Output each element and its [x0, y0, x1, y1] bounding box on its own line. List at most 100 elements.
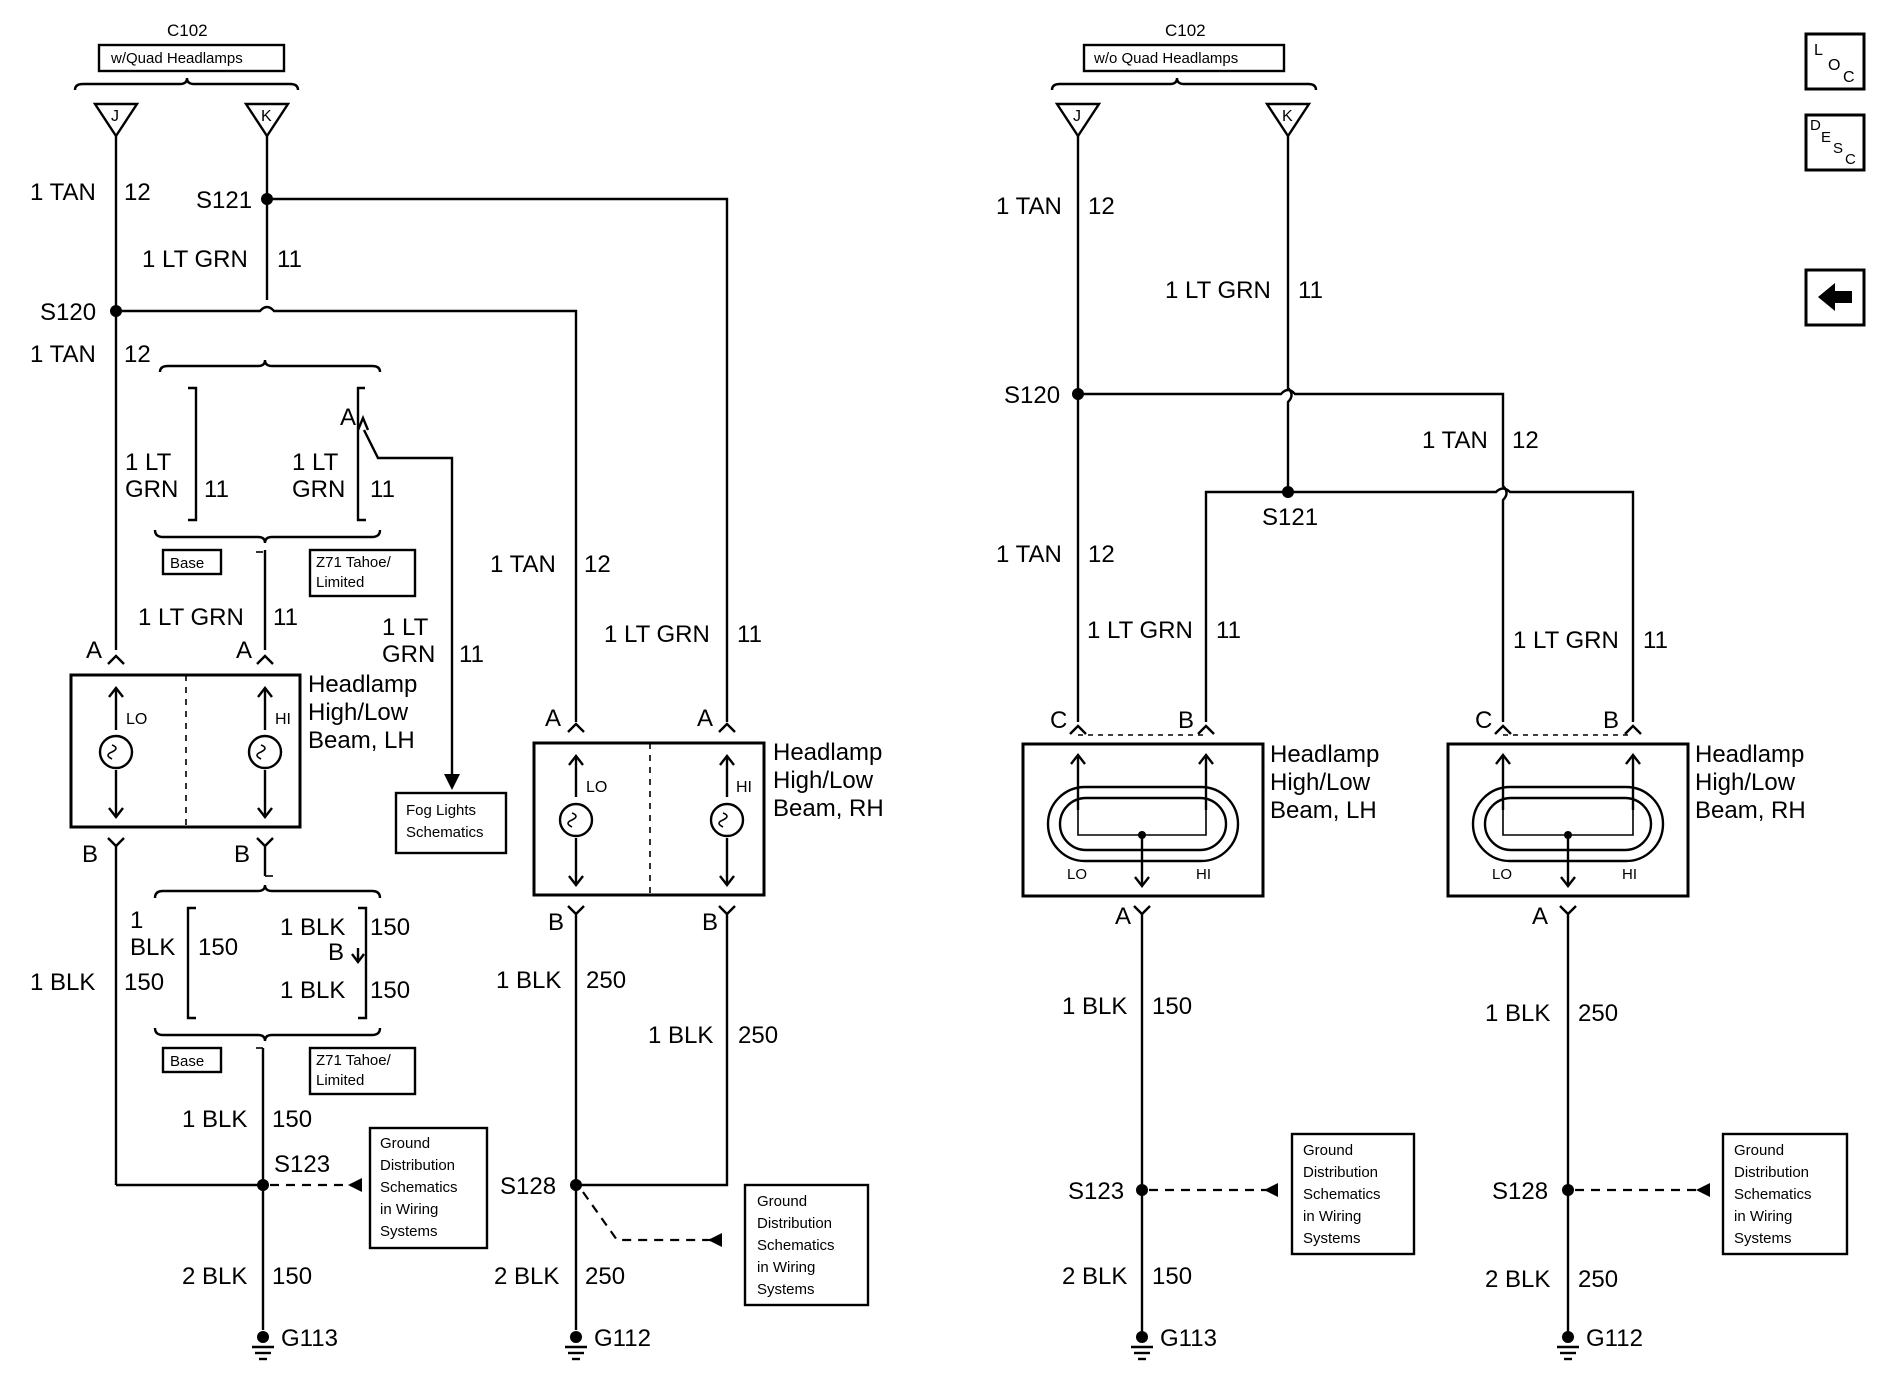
left-base-gnd-circuit: 150 — [198, 934, 238, 961]
left-z71-wire-color-1: 1 LT — [292, 449, 339, 476]
left-rh-lo-wire-circuit: 12 — [584, 551, 611, 578]
left-wire-j-circuit: 12 — [124, 179, 151, 206]
right-pin-j: J — [1073, 108, 1081, 125]
left-z71-gnd-bot-color: 1 BLK — [280, 977, 345, 1004]
left-gd2-line-1[interactable]: Ground — [757, 1193, 807, 1210]
left-base-wire-circuit: 11 — [204, 476, 229, 503]
right-gd4-line-2[interactable]: Distribution — [1734, 1164, 1809, 1181]
left-lh-feed-color: 1 LT GRN — [138, 604, 244, 631]
right-lh-pin-c: C — [1050, 707, 1067, 734]
right-s121-label: S121 — [1262, 504, 1318, 531]
right-gd3-line-2[interactable]: Distribution — [1303, 1164, 1378, 1181]
right-lh-c-color: 1 TAN — [996, 541, 1062, 568]
left-gd1-line-5[interactable]: Systems — [380, 1223, 438, 1240]
back-arrow-icon — [1818, 283, 1852, 311]
left-base-wire-color-2: GRN — [125, 476, 178, 503]
right-rh-pin-c: C — [1475, 707, 1492, 734]
right-rh-b-color: 1 LT GRN — [1513, 627, 1619, 654]
left-gd2-line-5[interactable]: Systems — [757, 1281, 815, 1298]
right-lh-c-circuit: 12 — [1088, 541, 1115, 568]
left-gd2-line-3[interactable]: Schematics — [757, 1237, 835, 1254]
left-wire-s121-color: 1 LT GRN — [142, 246, 248, 273]
left-lh-pin-b2: B — [234, 841, 250, 868]
left-rh-title-2: High/Low — [773, 767, 874, 794]
left-rh-pin-b2: B — [702, 909, 718, 936]
left-gd2-line-2[interactable]: Distribution — [757, 1215, 832, 1232]
right-gd4-line-5[interactable]: Systems — [1734, 1230, 1792, 1247]
left-g113-wire-color: 2 BLK — [182, 1263, 247, 1290]
left-rh-hi-bulb-icon — [709, 754, 745, 887]
right-wire-k-color: 1 LT GRN — [1165, 277, 1271, 304]
right-rh-bulb-icon — [1471, 753, 1665, 888]
left-g113-ground-icon — [252, 1331, 274, 1361]
right-connector-variant: w/o Quad Headlamps — [1093, 50, 1238, 67]
desc-letter-d: D — [1810, 117, 1821, 134]
right-gd4-line-3[interactable]: Schematics — [1734, 1186, 1812, 1203]
left-schematic: C102 w/Quad Headlamps J K 1 TAN 12 S121 … — [30, 21, 884, 1361]
right-g113-wire-circuit: 150 — [1152, 1263, 1192, 1290]
left-rh-title-3: Beam, RH — [773, 795, 884, 822]
left-s121-label: S121 — [196, 187, 252, 214]
right-wire-k-circuit: 11 — [1298, 277, 1323, 304]
left-g112-label: G112 — [594, 1325, 651, 1352]
right-lh-hi-label: HI — [1196, 866, 1211, 883]
left-gd1-line-2[interactable]: Distribution — [380, 1157, 455, 1174]
left-g113-label: G113 — [281, 1325, 338, 1352]
right-rh-lo-label: LO — [1492, 866, 1512, 883]
right-gd3-line-5[interactable]: Systems — [1303, 1230, 1361, 1247]
left-pin-j-icon — [92, 102, 140, 139]
right-gd4-line-4[interactable]: in Wiring — [1734, 1208, 1792, 1225]
left-lh-hi-bulb-icon — [247, 686, 283, 819]
left-lh-pin-a2: A — [236, 637, 252, 664]
right-g112-ground-icon — [1557, 1331, 1579, 1361]
right-wire-j-color: 1 TAN — [996, 193, 1062, 220]
left-z71-gnd-bot-circuit: 150 — [370, 977, 410, 1004]
loc-button[interactable]: L O C — [1804, 32, 1866, 91]
right-gd3-line-4[interactable]: in Wiring — [1303, 1208, 1361, 1225]
left-z71-label-b2: Limited — [316, 1072, 364, 1089]
desc-button[interactable]: D E S C — [1804, 113, 1866, 172]
left-fog-wire-color-1: 1 LT — [382, 614, 429, 641]
desc-letter-s: S — [1833, 140, 1843, 157]
left-gd1-line-1[interactable]: Ground — [380, 1135, 430, 1152]
left-g112-wire-color: 2 BLK — [494, 1263, 559, 1290]
left-rh-pin-a2: A — [697, 705, 713, 732]
fog-lights-box-line-1[interactable]: Fog Lights — [406, 802, 476, 819]
right-pin-k-icon — [1264, 102, 1312, 139]
desc-letter-c: C — [1845, 151, 1856, 168]
back-button[interactable] — [1804, 268, 1866, 327]
right-lh-pin-a: A — [1115, 903, 1131, 930]
left-lh-gnd-mid-circuit: 150 — [272, 1106, 312, 1133]
right-lh-bulb-icon — [1046, 753, 1240, 888]
right-rh-gnd-color: 1 BLK — [1485, 1000, 1550, 1027]
left-fog-arrow-icon — [444, 774, 460, 790]
left-pin-k-icon — [243, 102, 291, 139]
right-lh-title-1: Headlamp — [1270, 741, 1379, 768]
left-splice-s128 — [570, 1179, 582, 1191]
left-wire-s120-color: 1 TAN — [30, 341, 96, 368]
right-schematic: C102 w/o Quad Headlamps J K 1 TAN 12 1 L… — [996, 21, 1849, 1361]
right-gd4-line-1[interactable]: Ground — [1734, 1142, 1784, 1159]
left-gd2-line-4[interactable]: in Wiring — [757, 1259, 815, 1276]
left-rh-gnd1-circuit: 250 — [586, 967, 626, 994]
fog-lights-box-line-2[interactable]: Schematics — [406, 824, 484, 841]
right-rh-title-1: Headlamp — [1695, 741, 1804, 768]
right-s120-label: S120 — [1004, 382, 1060, 409]
left-gd1-line-4[interactable]: in Wiring — [380, 1201, 438, 1218]
right-gd3-line-3[interactable]: Schematics — [1303, 1186, 1381, 1203]
left-connector-name: C102 — [167, 21, 208, 40]
left-g112-wire-circuit: 250 — [585, 1263, 625, 1290]
left-pin-j: J — [111, 108, 119, 125]
left-z71-wire-color-2: GRN — [292, 476, 345, 503]
left-rh-gnd2-color: 1 BLK — [648, 1022, 713, 1049]
left-lh-title-1: Headlamp — [308, 671, 417, 698]
right-lh-title-2: High/Low — [1270, 769, 1371, 796]
left-lh-feed-circuit: 11 — [273, 604, 298, 631]
right-s128-label: S128 — [1492, 1178, 1548, 1205]
left-gd1-line-3[interactable]: Schematics — [380, 1179, 458, 1196]
left-rh-hi-wire-circuit: 11 — [737, 621, 762, 648]
left-rh-lo-bulb-icon — [558, 754, 594, 887]
right-gd3-line-1[interactable]: Ground — [1303, 1142, 1353, 1159]
left-z71-wire-circuit: 11 — [370, 476, 395, 503]
